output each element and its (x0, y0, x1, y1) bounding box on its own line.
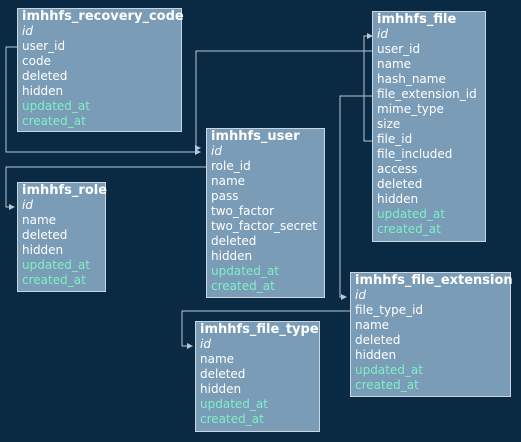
connector-file-file-id-to-file (363, 33, 373, 142)
field-id: id (355, 288, 366, 302)
field-id: id (22, 198, 33, 212)
field-updated-at: updated_at (377, 207, 445, 221)
field-mime-type: mime_type (377, 102, 444, 116)
field-name: name (377, 57, 412, 71)
table-title: imhhfs_file_type (200, 322, 319, 337)
table-title: imhhfs_recovery_code (22, 9, 184, 24)
table-user[interactable]: imhhfs_user id role_id name pass two_fac… (206, 128, 325, 298)
connector-user-role-id-to-role (5, 166, 206, 210)
field-created-at: created_at (200, 412, 264, 426)
field-created-at: created_at (22, 273, 86, 287)
field-deleted: deleted (355, 333, 401, 347)
field-updated-at: updated_at (22, 99, 90, 113)
table-file-extension[interactable]: imhhfs_file_extension id file_type_id na… (350, 272, 513, 397)
connector-file-type-id-to-file-type (181, 310, 350, 349)
field-name: name (22, 213, 57, 227)
field-created-at: created_at (377, 222, 441, 236)
table-title: imhhfs_user (211, 129, 300, 144)
field-user-id: user_id (22, 39, 66, 53)
field-role-id: role_id (211, 159, 251, 173)
field-two-factor: two_factor (211, 204, 275, 218)
table-file[interactable]: imhhfs_file id user_id name hash_name fi… (372, 11, 486, 242)
field-name: name (355, 318, 390, 332)
table-role[interactable]: imhhfs_role id name deleted hidden updat… (17, 182, 108, 292)
connector-recovery-code-user-id-to-user (5, 46, 201, 155)
field-deleted: deleted (22, 228, 68, 242)
field-file-extension-id: file_extension_id (377, 87, 477, 101)
field-id: id (211, 144, 222, 158)
field-deleted: deleted (22, 69, 68, 83)
connector-file-user-id-to-user (195, 50, 372, 151)
field-created-at: created_at (211, 279, 275, 293)
field-hidden: hidden (211, 249, 253, 263)
field-hidden: hidden (22, 243, 64, 257)
field-file-type-id: file_type_id (355, 303, 424, 317)
table-recovery-code[interactable]: imhhfs_recovery_code id user_id code del… (17, 8, 184, 132)
field-hidden: hidden (355, 348, 397, 362)
field-updated-at: updated_at (200, 397, 268, 411)
table-title: imhhfs_file (377, 12, 457, 27)
field-hidden: hidden (377, 192, 419, 206)
table-title: imhhfs_role (22, 183, 108, 198)
field-id: id (22, 24, 33, 38)
field-user-id: user_id (377, 42, 421, 56)
field-created-at: created_at (22, 114, 86, 128)
field-code: code (22, 54, 51, 68)
field-id: id (377, 27, 388, 41)
field-name: name (211, 174, 246, 188)
table-file-type[interactable]: imhhfs_file_type id name deleted hidden … (195, 321, 320, 432)
field-two-factor-secret: two_factor_secret (211, 219, 318, 233)
field-deleted: deleted (377, 177, 423, 191)
field-deleted: deleted (200, 367, 246, 381)
field-deleted: deleted (211, 234, 257, 248)
field-updated-at: updated_at (22, 258, 90, 272)
field-updated-at: updated_at (211, 264, 279, 278)
field-created-at: created_at (355, 378, 419, 392)
field-hidden: hidden (22, 84, 64, 98)
field-file-included: file_included (377, 147, 453, 161)
field-updated-at: updated_at (355, 363, 423, 377)
field-id: id (200, 337, 211, 351)
field-access: access (377, 162, 418, 176)
field-size: size (377, 117, 401, 131)
connector-file-extension-id-to-file-extension (339, 95, 372, 300)
field-pass: pass (211, 189, 239, 203)
field-hidden: hidden (200, 382, 242, 396)
field-hash-name: hash_name (377, 72, 446, 86)
table-title: imhhfs_file_extension (355, 273, 513, 288)
field-file-id: file_id (377, 132, 413, 146)
field-name: name (200, 352, 235, 366)
